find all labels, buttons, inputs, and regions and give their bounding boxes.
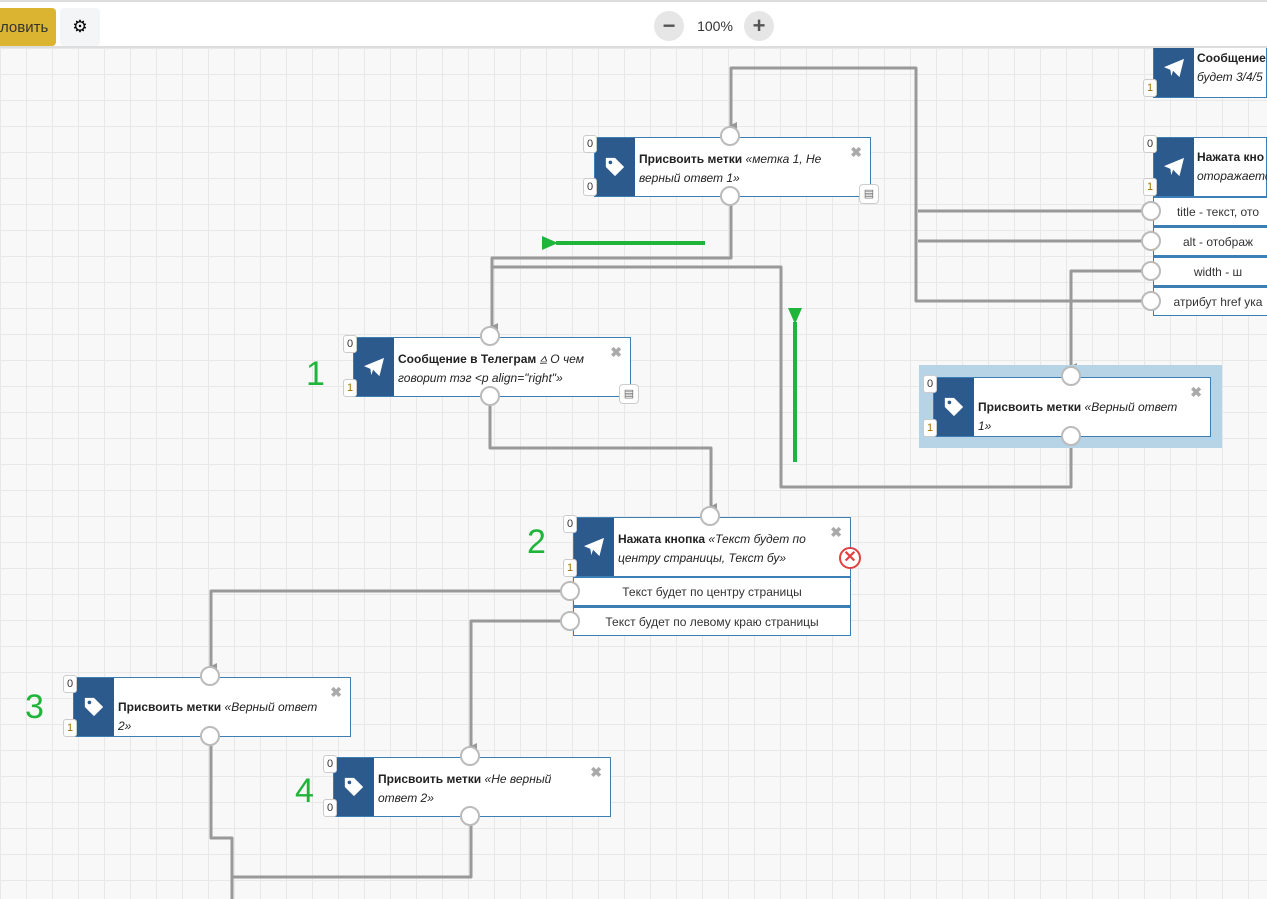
node-title: Сообщение bbox=[1197, 51, 1266, 65]
annotation-number: 2 bbox=[527, 523, 546, 561]
tag-icon bbox=[334, 758, 374, 816]
telegram-icon bbox=[1154, 39, 1194, 97]
option-port[interactable] bbox=[560, 581, 580, 601]
badge-out: 0 bbox=[583, 178, 597, 196]
node-text: ⩠ О чем говорит тэг <p align="right"» bbox=[398, 352, 584, 385]
telegram-icon bbox=[354, 338, 394, 396]
node-text: «Текст будет по центру страницы, Текст б… bbox=[618, 532, 806, 565]
badge-in: 0 bbox=[323, 755, 337, 773]
close-icon[interactable]: ✖ bbox=[1190, 384, 1202, 400]
node-text: «метка 1, Не верный ответ 1» bbox=[639, 152, 822, 185]
node-button-pressed-right[interactable]: Нажата кно оторажаетс bbox=[1153, 137, 1267, 197]
node-assign-tags-1[interactable]: Присвоить метки «метка 1, Не верный отве… bbox=[594, 137, 871, 197]
node-text: оторажаетс bbox=[1197, 169, 1267, 183]
node-message-top[interactable]: Сообщение будет 3/4/5 bbox=[1153, 38, 1267, 98]
node-text: «Верный ответ 2» bbox=[118, 700, 318, 733]
comment-icon[interactable]: ▤ bbox=[859, 184, 879, 204]
badge-in: 0 bbox=[63, 675, 77, 693]
input-port[interactable] bbox=[460, 746, 480, 766]
option-row[interactable]: alt - отображ bbox=[1153, 226, 1267, 256]
zoom-level: 100% bbox=[697, 18, 733, 34]
gear-icon: ⚙ bbox=[72, 17, 88, 36]
option-row[interactable]: width - ш bbox=[1153, 256, 1267, 286]
badge-out: 0 bbox=[323, 799, 337, 817]
tag-icon bbox=[74, 678, 114, 736]
settings-button[interactable]: ⚙ bbox=[60, 8, 100, 46]
badge-out: 1 bbox=[343, 379, 357, 397]
node-text: «Не верный ответ 2» bbox=[378, 772, 552, 805]
toolbar: ловить ⚙ − 100% + bbox=[0, 0, 1267, 48]
wire bbox=[232, 816, 473, 879]
output-port[interactable] bbox=[720, 186, 740, 206]
node-title: Сообщение в Телеграм bbox=[398, 352, 537, 366]
badge-out: 1 bbox=[1143, 178, 1157, 196]
output-port[interactable] bbox=[460, 806, 480, 826]
node-telegram-message[interactable]: Сообщение в Телеграм ⩠ О чем говорит тэг… bbox=[353, 337, 631, 397]
badge-in: 0 bbox=[343, 335, 357, 353]
comment-icon[interactable]: ▤ bbox=[619, 384, 639, 404]
wire bbox=[490, 196, 733, 331]
option-row[interactable]: title - текст, ото bbox=[1153, 196, 1267, 226]
wire bbox=[729, 66, 1151, 303]
wire bbox=[209, 736, 234, 899]
option-port[interactable] bbox=[1141, 261, 1161, 281]
option-row[interactable]: атрибут href ука bbox=[1153, 286, 1267, 316]
node-title: Нажата кнопка bbox=[618, 532, 706, 546]
annotation-number: 4 bbox=[295, 772, 314, 810]
node-title: Присвоить метки bbox=[118, 700, 222, 714]
wire bbox=[488, 396, 717, 511]
node-title: Присвоить метки bbox=[639, 152, 743, 166]
option-row[interactable]: Текст будет по центру страницы bbox=[573, 576, 851, 606]
close-icon[interactable]: ✖ bbox=[590, 764, 602, 780]
node-title: Присвоить метки bbox=[378, 772, 482, 786]
badge-out: 1 bbox=[1143, 79, 1157, 97]
wire bbox=[492, 265, 1073, 489]
option-port[interactable] bbox=[1141, 201, 1161, 221]
input-port[interactable] bbox=[1061, 366, 1081, 386]
badge-in: 0 bbox=[1143, 135, 1157, 153]
tag-icon bbox=[595, 138, 635, 196]
badge-out: 1 bbox=[563, 559, 577, 577]
badge-in: 0 bbox=[563, 515, 577, 533]
node-button-pressed[interactable]: Нажата кнопка «Текст будет по центру стр… bbox=[573, 517, 851, 577]
node-title: Присвоить метки bbox=[978, 400, 1082, 414]
annotation-number: 3 bbox=[25, 688, 44, 726]
node-assign-tags-4[interactable]: Присвоить метки «Не верный ответ 2» ✖ bbox=[333, 757, 611, 817]
zoom-out-button[interactable]: − bbox=[654, 11, 684, 41]
input-port[interactable] bbox=[480, 326, 500, 346]
save-button[interactable]: ловить bbox=[0, 8, 56, 46]
output-port[interactable] bbox=[480, 386, 500, 406]
telegram-icon bbox=[1154, 138, 1194, 196]
input-port[interactable] bbox=[720, 126, 740, 146]
badge-out: 1 bbox=[923, 419, 937, 437]
telegram-icon bbox=[574, 518, 614, 576]
close-icon[interactable]: ✖ bbox=[610, 344, 622, 360]
node-text: «Верный ответ 1» bbox=[978, 400, 1178, 433]
wire bbox=[209, 589, 570, 671]
node-text: будет 3/4/5 bbox=[1197, 70, 1263, 84]
node-title: Нажата кно bbox=[1197, 150, 1265, 164]
option-row[interactable]: Текст будет по левому краю страницы bbox=[573, 606, 851, 636]
output-port[interactable] bbox=[200, 726, 220, 746]
option-port[interactable] bbox=[560, 611, 580, 631]
badge-out: 1 bbox=[63, 719, 77, 737]
close-icon[interactable]: ✖ bbox=[330, 684, 342, 700]
input-port[interactable] bbox=[200, 666, 220, 686]
output-port[interactable] bbox=[1061, 426, 1081, 446]
option-port[interactable] bbox=[1141, 231, 1161, 251]
close-icon[interactable]: ✖ bbox=[830, 524, 842, 540]
tag-icon bbox=[934, 378, 974, 436]
option-port[interactable] bbox=[1141, 291, 1161, 311]
badge-in: 0 bbox=[923, 375, 937, 393]
zoom-in-button[interactable]: + bbox=[744, 11, 774, 41]
badge-in: 0 bbox=[583, 135, 597, 153]
wire bbox=[1069, 269, 1151, 371]
error-icon[interactable]: ✕ bbox=[839, 547, 861, 569]
wire bbox=[469, 619, 570, 751]
close-icon[interactable]: ✖ bbox=[850, 144, 862, 160]
annotation-number: 1 bbox=[306, 355, 325, 393]
input-port[interactable] bbox=[700, 506, 720, 526]
